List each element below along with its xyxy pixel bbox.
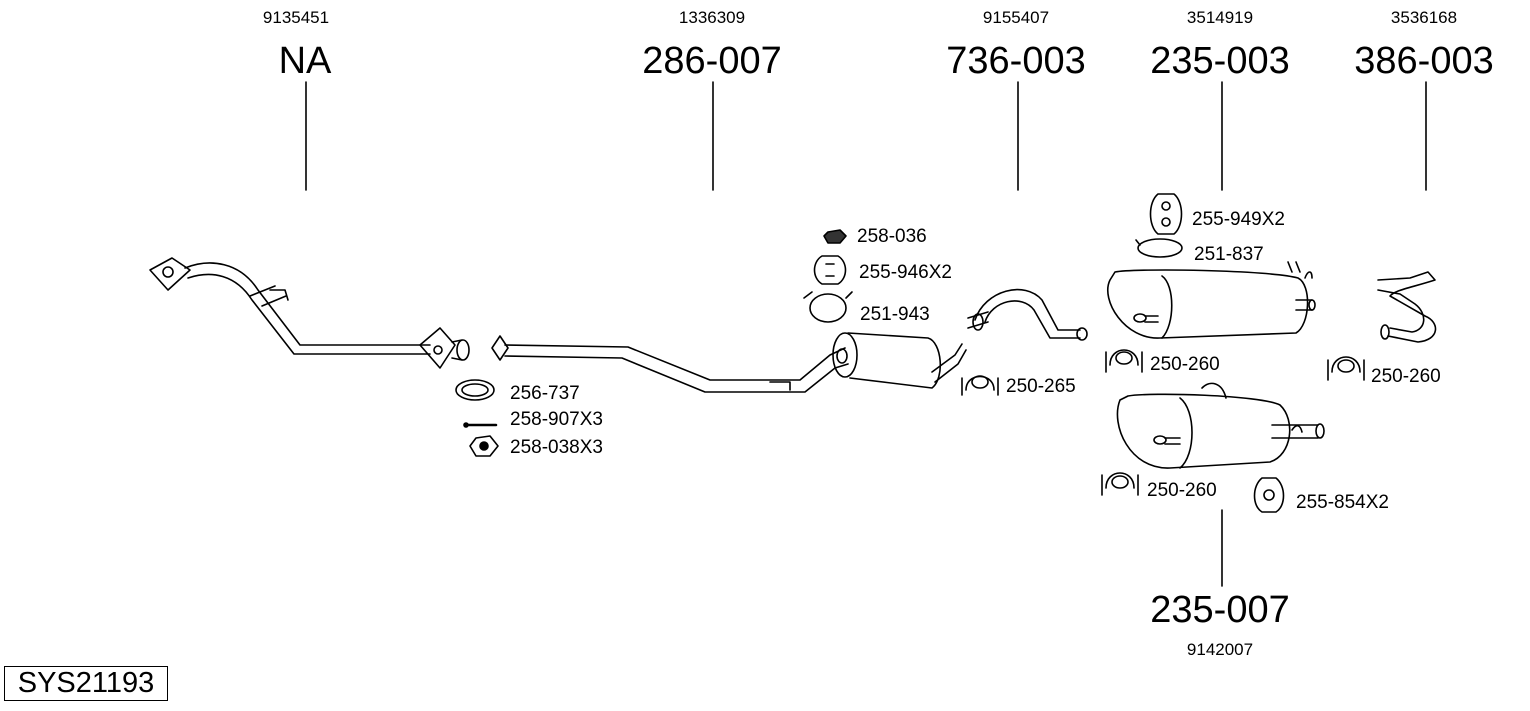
- accessory-label: 255-854X2: [1296, 492, 1389, 513]
- rubber-hanger-icon: [813, 255, 847, 285]
- rear-silencer-lower-drawing: [1116, 382, 1325, 469]
- part-number-6: 235-007: [1150, 589, 1289, 631]
- u-bolt-clamp-right-icon: [1327, 356, 1365, 381]
- ring-clamp-icon: [1135, 238, 1183, 258]
- accessory-label: 250-260: [1371, 366, 1441, 387]
- accessory-label: 251-837: [1194, 244, 1264, 265]
- accessory-label: 258-036: [857, 226, 927, 247]
- oe-number-1: 9135451: [263, 8, 329, 27]
- oe-number-5: 3536168: [1391, 8, 1457, 27]
- accessory-label: 258-907X3: [510, 409, 603, 430]
- intermediate-pipe-drawing: [967, 288, 1088, 341]
- accessory-label: 255-949X2: [1192, 209, 1285, 230]
- part-number-1: NA: [279, 40, 332, 82]
- u-bolt-clamp-icon: [961, 375, 999, 396]
- small-nut-icon: [823, 229, 847, 244]
- accessory-label: 256-737: [510, 383, 580, 404]
- system-code-box: SYS21193: [4, 666, 168, 701]
- oe-number-6: 9142007: [1187, 640, 1253, 659]
- front-pipe-drawing: [149, 257, 470, 369]
- oe-number-4: 3514919: [1187, 8, 1253, 27]
- accessory-label: 255-946X2: [859, 262, 952, 283]
- accessory-label: 251-943: [860, 304, 930, 325]
- rubber-hanger-lower-icon: [1253, 477, 1285, 513]
- accessory-label: 250-260: [1147, 480, 1217, 501]
- bolt-icon: [463, 422, 498, 428]
- accessory-label: 250-260: [1150, 354, 1220, 375]
- centre-pipe-drawing: [491, 332, 967, 393]
- part-number-2: 286-007: [642, 40, 781, 82]
- gasket-icon: [455, 379, 495, 401]
- part-number-4: 235-003: [1150, 40, 1289, 82]
- u-bolt-clamp-upper-icon: [1105, 349, 1143, 373]
- nut-icon: [469, 435, 499, 457]
- clamp-icon: [803, 291, 853, 323]
- tail-pipe-drawing: [1377, 271, 1437, 343]
- oe-number-2: 1336309: [679, 8, 745, 27]
- rear-silencer-upper-drawing: [1107, 261, 1316, 339]
- u-bolt-clamp-lower-icon: [1101, 472, 1139, 496]
- part-number-5: 386-003: [1354, 40, 1493, 82]
- rubber-hanger-upper-icon: [1149, 193, 1183, 235]
- accessory-label: 258-038X3: [510, 437, 603, 458]
- part-number-3: 736-003: [946, 40, 1085, 82]
- accessory-label: 250-265: [1006, 376, 1076, 397]
- oe-number-3: 9155407: [983, 8, 1049, 27]
